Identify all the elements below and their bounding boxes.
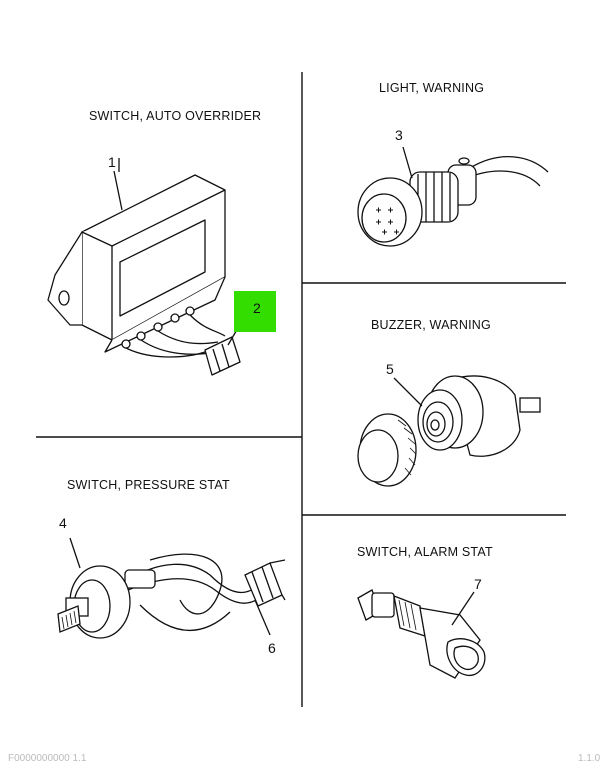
footer-left: F0000000000 1.1 <box>8 753 87 764</box>
warning-light-drawing <box>357 146 549 247</box>
callout-4: 4 <box>59 515 67 531</box>
pressure-stat-title: SWITCH, PRESSURE STAT <box>67 478 230 492</box>
warning-buzzer-title: BUZZER, WARNING <box>371 318 491 332</box>
auto-overrider-drawing <box>47 158 246 376</box>
footer-right: 1.1.0 <box>578 753 601 764</box>
alarm-stat-drawing <box>357 589 486 679</box>
callout-6: 6 <box>268 640 276 656</box>
auto-overrider-title: SWITCH, AUTO OVERRIDER <box>89 109 262 123</box>
pressure-stat-drawing <box>57 537 286 639</box>
callout-7: 7 <box>474 576 482 592</box>
warning-light-title: LIGHT, WARNING <box>379 81 485 95</box>
callout-5: 5 <box>386 361 394 377</box>
callout-2: 2 <box>253 300 261 316</box>
alarm-stat-title: SWITCH, ALARM STAT <box>357 545 493 559</box>
callout-3: 3 <box>395 127 403 143</box>
callout-2-highlight[interactable]: 2 <box>234 291 276 332</box>
callout-1: 1 <box>108 154 116 170</box>
warning-buzzer-drawing <box>357 375 541 487</box>
